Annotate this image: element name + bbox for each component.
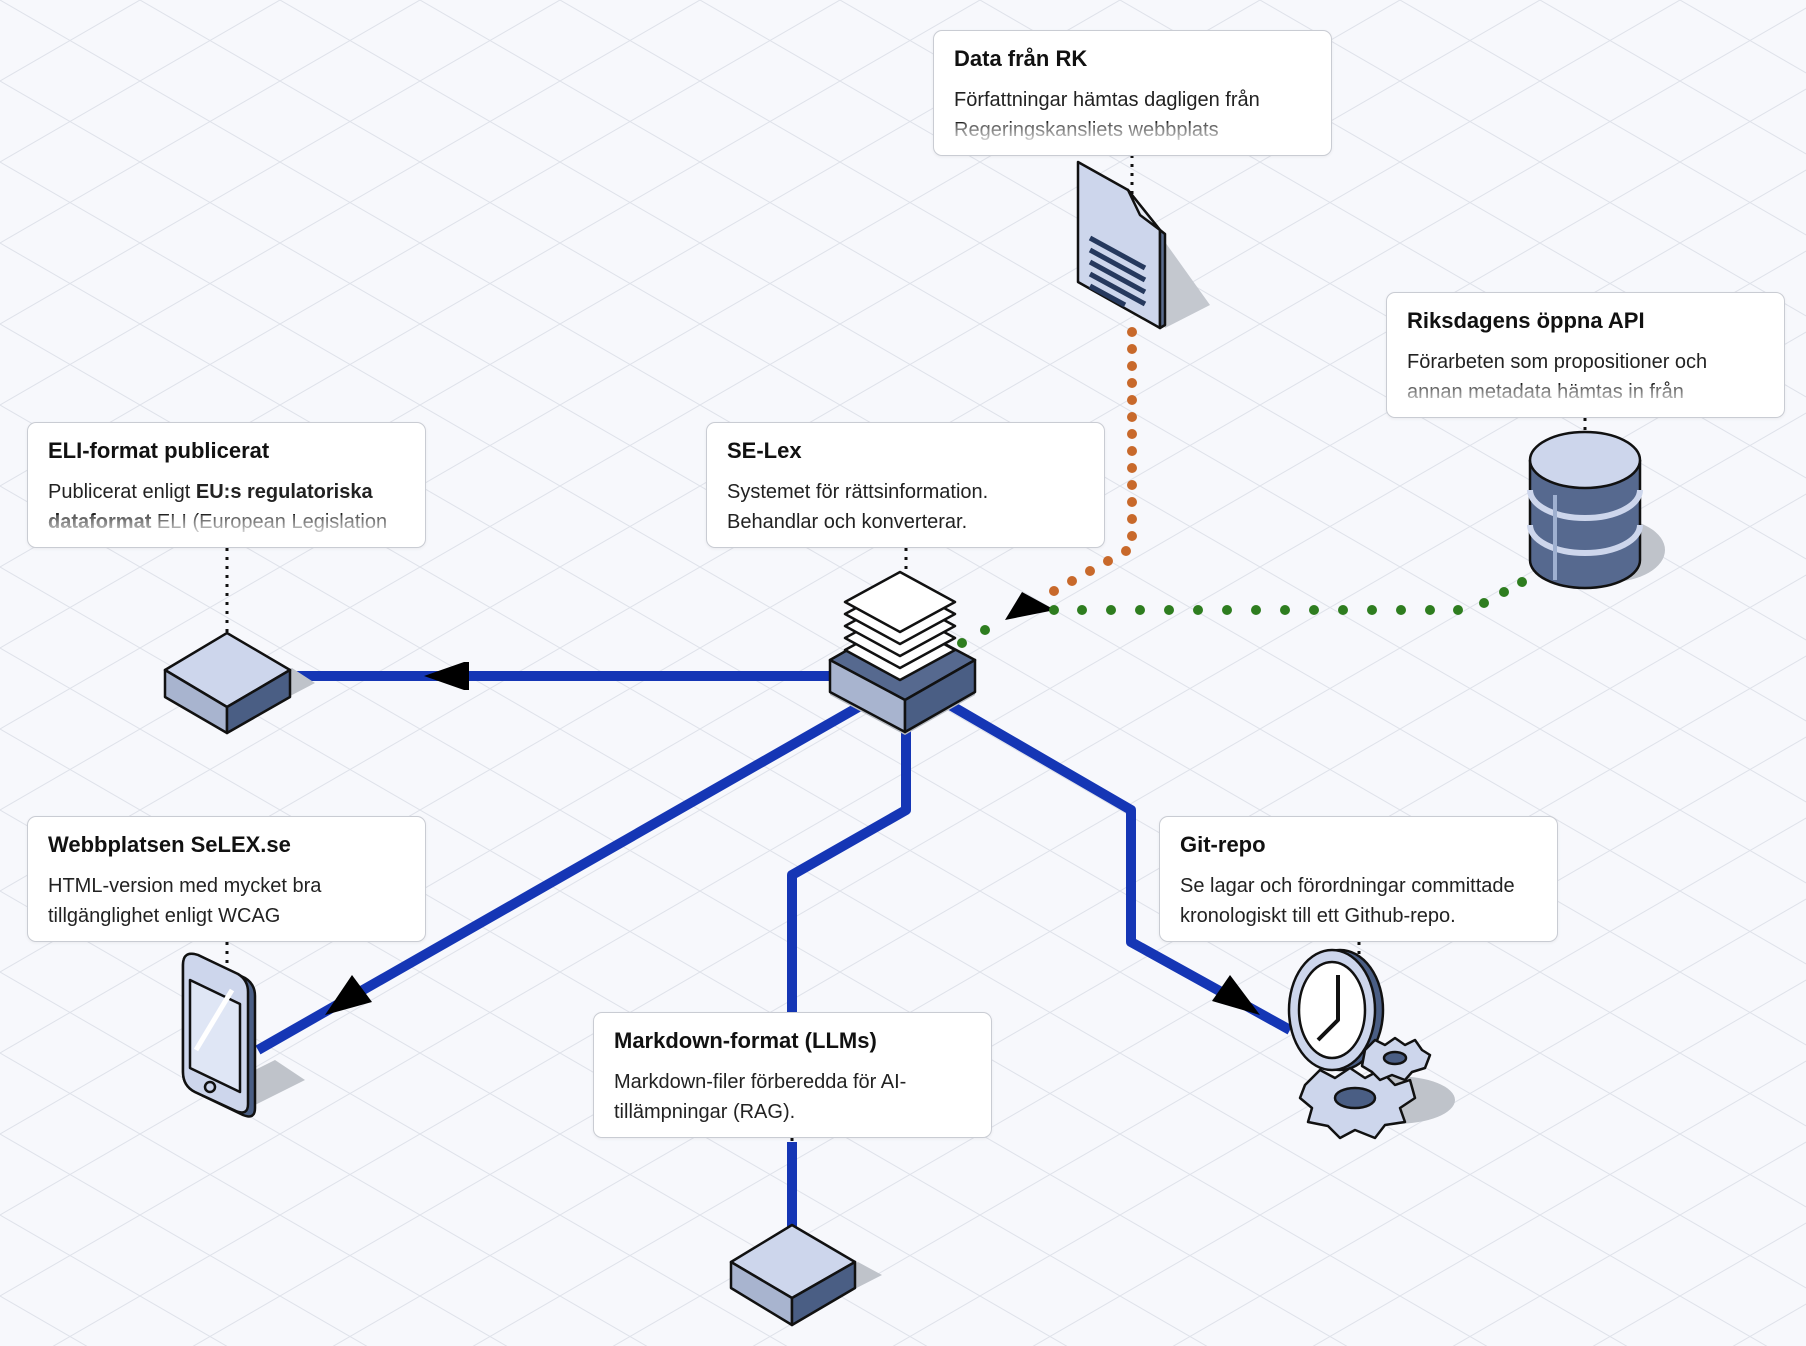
markdown-box-icon: [729, 1223, 882, 1327]
server-icon: [828, 570, 977, 735]
card-body-text: ELI (European Legislation: [151, 511, 388, 533]
card-webbplatsen: Webbplatsen SeLEX.se HTML-version med my…: [27, 816, 426, 942]
line-to-markdown: [787, 725, 911, 1015]
green-dotted-line: [957, 577, 1527, 648]
arrow-in: [1005, 592, 1055, 620]
card-body: Se lagar och förordningar committade kro…: [1180, 875, 1515, 927]
card-body-text: Publicerat enligt: [48, 481, 196, 503]
card-body: Markdown-filer förberedda för AI-tillämp…: [614, 1071, 907, 1123]
orange-dotted-line: [1049, 327, 1137, 596]
arrow-eli: [424, 662, 469, 690]
eli-box-icon: [163, 631, 315, 735]
arrowheads: [325, 592, 1260, 1015]
card-body: HTML-version med mycket bra tillgängligh…: [48, 875, 322, 927]
card-title: ELI-format publicerat: [48, 438, 270, 463]
card-git-repo: Git-repo Se lagar och förordningar commi…: [1159, 816, 1558, 942]
card-title: Git-repo: [1180, 832, 1266, 857]
card-title: Data från RK: [954, 46, 1088, 71]
small-gear: [1360, 1036, 1432, 1082]
phone-icon: [181, 952, 305, 1118]
card-riksdagens-api: Riksdagens öppna API Förarbeten som prop…: [1386, 292, 1785, 418]
card-eli-format: ELI-format publicerat Publicerat enligt …: [27, 422, 426, 548]
card-se-lex: SE-Lex Systemet för rättsinformation. Be…: [706, 422, 1105, 548]
clock-gears-icon: [1287, 948, 1455, 1140]
card-body: Författningar hämtas dagligen från Reger…: [954, 85, 1311, 145]
arrow-phone: [325, 975, 372, 1015]
card-title: Riksdagens öppna API: [1407, 308, 1645, 333]
card-body: Systemet för rättsinformation. Behandlar…: [727, 481, 989, 533]
card-markdown: Markdown-format (LLMs) Markdown-filer fö…: [593, 1012, 992, 1138]
database-icon: [1527, 430, 1665, 590]
card-title: Webbplatsen SeLEX.se: [48, 832, 291, 857]
line-to-git: [947, 700, 1293, 1035]
arrow-git: [1212, 975, 1260, 1015]
document-icon: [1076, 160, 1210, 330]
card-data-fran-rk: Data från RK Författningar hämtas daglig…: [933, 30, 1332, 156]
card-body: Publicerat enligt EU:s regulatoriska dat…: [48, 477, 405, 537]
large-gear: [1298, 1066, 1417, 1140]
card-body: Förarbeten som propositioner och annan m…: [1407, 347, 1764, 407]
card-title: SE-Lex: [727, 438, 802, 463]
card-title: Markdown-format (LLMs): [614, 1028, 877, 1053]
